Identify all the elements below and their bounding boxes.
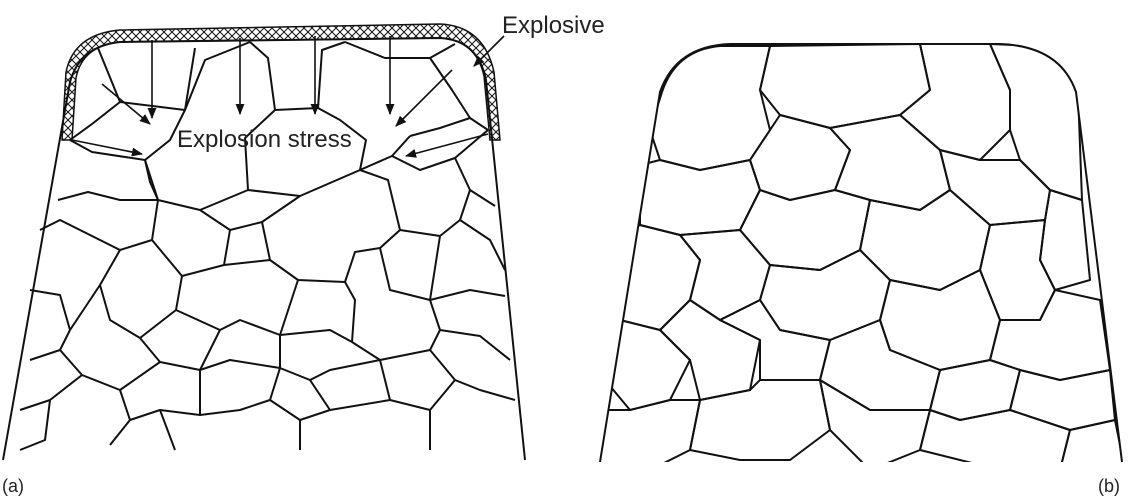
explosive-label: Explosive <box>502 12 605 39</box>
explosion-stress-label: Explosion stress <box>177 126 352 153</box>
panel-b: (b) <box>600 44 1125 496</box>
panel-a: Explosive Explosion stress (a) <box>2 12 605 496</box>
panel-a-caption: (a) <box>2 476 24 496</box>
grain-network-a <box>20 42 515 450</box>
workpiece-outline-a <box>3 38 525 460</box>
grain-network-b <box>600 44 1125 470</box>
panel-b-caption: (b) <box>1098 476 1120 496</box>
